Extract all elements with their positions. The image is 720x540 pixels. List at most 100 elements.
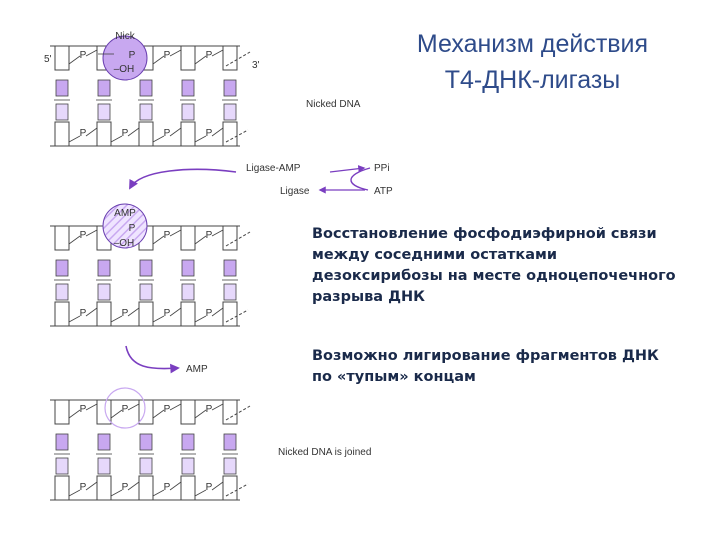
nicked-dna-joined-label: Nicked DNA is joined bbox=[278, 447, 371, 458]
base-upper bbox=[223, 433, 237, 451]
phosphodiester-bond bbox=[211, 403, 224, 411]
phosphodiester-bond bbox=[85, 307, 98, 317]
cycle-arrow bbox=[350, 167, 371, 191]
base-lower bbox=[55, 103, 69, 121]
phosphate-label: P bbox=[122, 128, 129, 139]
nick-site-circle bbox=[102, 35, 148, 81]
description-line: между соседними остатками bbox=[312, 247, 558, 263]
strand-continuation bbox=[225, 129, 249, 143]
phosphodiester-bond bbox=[211, 127, 224, 137]
base-upper bbox=[97, 433, 111, 451]
phosphate-label: P bbox=[129, 50, 136, 61]
phosphate-label: P bbox=[206, 482, 213, 493]
phosphate-label: P bbox=[80, 308, 87, 319]
description-line: дезоксирибозы на месте одноцепочечного bbox=[312, 268, 676, 284]
ligase-amp-label: Ligase-AMP bbox=[246, 163, 301, 174]
base-upper bbox=[139, 433, 153, 451]
phosphate-label: P bbox=[80, 50, 87, 61]
base-upper bbox=[139, 79, 153, 97]
base-upper bbox=[181, 79, 195, 97]
phosphodiester-bond bbox=[211, 49, 224, 57]
phosphate-label: P bbox=[122, 404, 129, 415]
phosphodiester-bond bbox=[127, 403, 140, 411]
bottom-sugar bbox=[180, 301, 196, 327]
phosphodiester-bond bbox=[152, 409, 165, 419]
phosphodiester-bond bbox=[68, 135, 81, 143]
base-lower bbox=[55, 457, 69, 475]
top-sugar bbox=[54, 399, 70, 425]
top-sugar bbox=[180, 399, 196, 425]
base-upper bbox=[55, 79, 69, 97]
bottom-sugar bbox=[222, 121, 238, 147]
phosphate-label: P bbox=[122, 482, 129, 493]
bottom-sugar bbox=[96, 301, 112, 327]
phosphodiester-bond bbox=[169, 403, 182, 411]
description-line: разрыва ДНК bbox=[312, 289, 425, 305]
top-sugar bbox=[54, 225, 70, 251]
hydroxyl-label: –OH bbox=[114, 238, 135, 249]
phosphate-label: P bbox=[80, 230, 87, 241]
bottom-sugar bbox=[54, 121, 70, 147]
base-upper bbox=[97, 259, 111, 277]
phosphodiester-bond bbox=[152, 489, 165, 497]
base-lower bbox=[223, 103, 237, 121]
phosphodiester-bond bbox=[211, 229, 224, 237]
base-lower bbox=[139, 457, 153, 475]
phosphate-label: P bbox=[206, 128, 213, 139]
phosphodiester-bond bbox=[68, 315, 81, 323]
phosphodiester-bond bbox=[110, 135, 123, 143]
atp-label: ATP bbox=[374, 186, 393, 197]
title-line-1: Механизм действия bbox=[416, 30, 649, 58]
phosphate-label: P bbox=[80, 128, 87, 139]
three-prime-label: 3' bbox=[252, 60, 260, 71]
bottom-sugar bbox=[54, 475, 70, 501]
strand-continuation bbox=[225, 309, 249, 323]
phosphodiester-bond bbox=[127, 481, 140, 491]
phosphate-label: P bbox=[164, 230, 171, 241]
bottom-sugar bbox=[222, 475, 238, 501]
page-title: Механизм действия Т4-ДНК-лигазы bbox=[380, 26, 685, 98]
base-upper bbox=[55, 259, 69, 277]
description-text: Восстановление фосфодиэфирной связи межд… bbox=[312, 224, 712, 308]
sealed-nick-circle bbox=[104, 387, 146, 429]
bottom-sugar bbox=[96, 475, 112, 501]
phosphate-label: P bbox=[122, 308, 129, 319]
phosphate-label: P bbox=[206, 404, 213, 415]
phosphate-label: P bbox=[80, 482, 87, 493]
base-lower bbox=[181, 283, 195, 301]
top-sugar bbox=[222, 225, 238, 251]
phosphodiester-bond bbox=[68, 235, 81, 245]
phosphodiester-bond bbox=[211, 307, 224, 317]
phosphodiester-bond bbox=[194, 489, 207, 497]
phosphodiester-bond bbox=[85, 481, 98, 491]
phosphodiester-bond bbox=[169, 481, 182, 491]
phosphate-label: P bbox=[129, 223, 136, 234]
phosphate-label: P bbox=[164, 482, 171, 493]
phosphate-label: P bbox=[206, 230, 213, 241]
bottom-sugar bbox=[222, 301, 238, 327]
hydroxyl-label: –OH bbox=[114, 64, 135, 75]
phosphodiester-bond bbox=[152, 135, 165, 143]
base-lower bbox=[139, 283, 153, 301]
phosphate-label: P bbox=[206, 308, 213, 319]
base-lower bbox=[55, 283, 69, 301]
strand-continuation bbox=[225, 483, 249, 497]
base-upper bbox=[223, 79, 237, 97]
phosphodiester-bond bbox=[68, 489, 81, 497]
amp-release-arrow bbox=[125, 345, 180, 374]
phosphodiester-bond bbox=[194, 409, 207, 419]
title-line-2: Т4-ДНК-лигазы bbox=[444, 66, 621, 94]
phosphodiester-bond bbox=[194, 235, 207, 245]
top-sugar bbox=[222, 45, 238, 71]
base-lower bbox=[181, 103, 195, 121]
bottom-sugar bbox=[138, 121, 154, 147]
top-sugar bbox=[222, 399, 238, 425]
top-sugar bbox=[54, 45, 70, 71]
base-lower bbox=[223, 283, 237, 301]
base-lower bbox=[97, 283, 111, 301]
base-upper bbox=[139, 259, 153, 277]
phosphodiester-bond bbox=[169, 229, 182, 237]
phosphodiester-bond bbox=[152, 235, 165, 245]
phosphate-label: P bbox=[206, 50, 213, 61]
